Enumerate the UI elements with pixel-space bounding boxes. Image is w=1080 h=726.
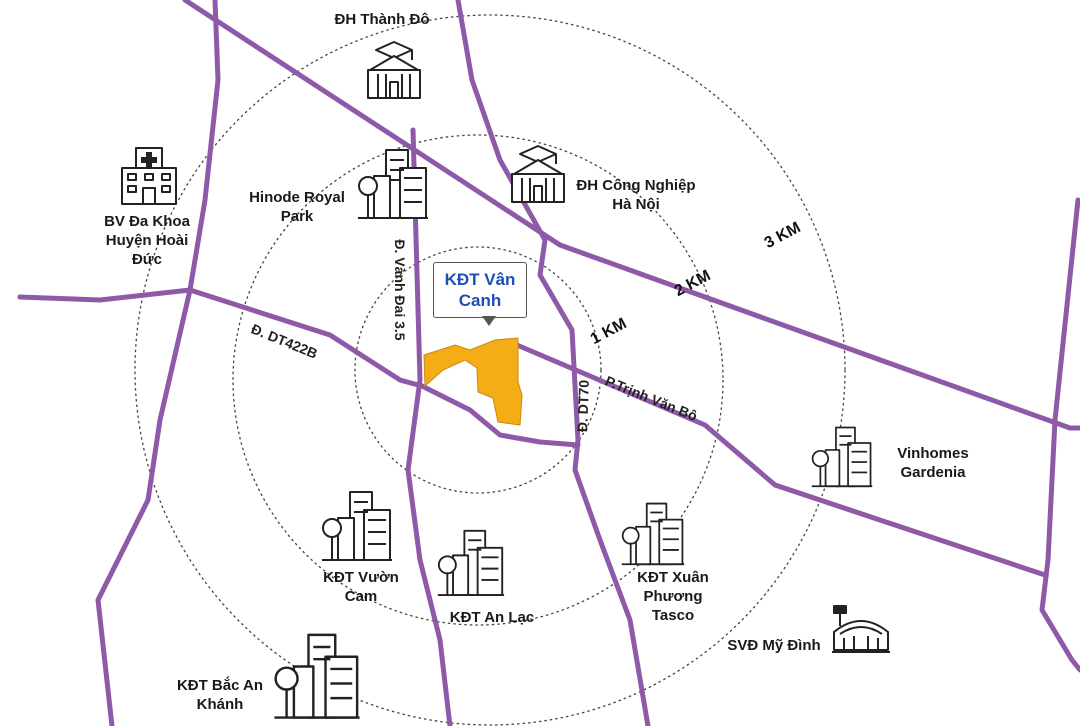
university-icon bbox=[367, 41, 421, 99]
label-dh-cong-nghiep: ĐH Công Nghiệp Hà Nội bbox=[566, 176, 706, 214]
road-trinh-van-bo bbox=[514, 342, 1048, 578]
city-buildings-icon bbox=[322, 491, 392, 561]
city-buildings-icon bbox=[621, 502, 685, 566]
road-network bbox=[17, 0, 1080, 726]
city-buildings-icon bbox=[811, 426, 873, 488]
road-east-edge bbox=[1039, 197, 1080, 673]
label-text: Gardenia bbox=[900, 464, 966, 481]
university-icon bbox=[511, 145, 565, 203]
road-northeast-vertical bbox=[455, 0, 651, 726]
label-text: Phương bbox=[643, 588, 703, 605]
project-name-line2: Canh bbox=[458, 291, 502, 310]
project-name-line1: KĐT Vân bbox=[444, 270, 516, 289]
ring-3km bbox=[134, 14, 846, 726]
label-kdt-vuon-cam: KĐT Vườn Cam bbox=[306, 568, 416, 606]
label-text: Vinhomes bbox=[897, 445, 969, 462]
hospital-icon bbox=[121, 147, 177, 205]
ring-2km bbox=[232, 134, 724, 626]
callout-pointer bbox=[482, 316, 496, 326]
label-text: KĐT Bắc An bbox=[176, 677, 264, 694]
label-text: Park bbox=[280, 208, 314, 225]
stadium-icon bbox=[832, 605, 890, 653]
city-buildings-icon bbox=[274, 633, 360, 719]
label-text: Hinode Royal bbox=[249, 189, 345, 206]
label-svd-my-dinh: SVĐ Mỹ Đình bbox=[714, 636, 834, 655]
road-project-south-loop bbox=[417, 382, 581, 448]
label-text: Tasco bbox=[651, 607, 695, 624]
distance-rings bbox=[134, 14, 846, 726]
label-text: Cam bbox=[344, 588, 378, 605]
label-text: BV Đa Khoa bbox=[104, 213, 190, 230]
label-text: Khánh bbox=[196, 696, 244, 713]
road-west-422b bbox=[17, 287, 421, 388]
label-dh-thanh-do: ĐH Thành Đô bbox=[322, 10, 442, 29]
label-kdt-an-lac: KĐT An Lạc bbox=[432, 608, 552, 627]
label-text: KĐT An Lạc bbox=[449, 609, 535, 626]
ring-1km bbox=[354, 246, 602, 494]
label-text: KĐT Xuân bbox=[637, 569, 709, 586]
label-text: KĐT Vườn bbox=[323, 569, 399, 586]
road-label-vanh-dai: Đ. Vành Đai 3.5 bbox=[392, 239, 408, 341]
label-text: Huyện Hoài bbox=[105, 232, 189, 249]
road-left-vertical bbox=[95, 0, 221, 726]
label-kdt-xuan-phuong: KĐT Xuân Phương Tasco bbox=[618, 568, 728, 625]
label-kdt-bac-an-khanh: KĐT Bắc An Khánh bbox=[160, 676, 280, 714]
road-label-dt70: Đ. DT70 bbox=[574, 379, 592, 433]
label-bv-da-khoa: BV Đa Khoa Huyện Hoài Đức bbox=[82, 212, 212, 269]
label-text: Đức bbox=[131, 251, 163, 268]
project-callout: KĐT Vân Canh bbox=[433, 262, 527, 318]
label-text: Hà Nội bbox=[612, 196, 660, 213]
city-buildings-icon bbox=[437, 529, 505, 597]
label-text: ĐH Thành Đô bbox=[334, 11, 430, 28]
project-site-shape bbox=[423, 337, 523, 426]
road-vanh-dai-3-5 bbox=[405, 127, 453, 726]
city-buildings-icon bbox=[358, 149, 428, 219]
label-vinhomes-gardenia: Vinhomes Gardenia bbox=[878, 444, 988, 482]
label-text: ĐH Công Nghiệp bbox=[576, 177, 696, 194]
label-text: SVĐ Mỹ Đình bbox=[727, 637, 821, 654]
label-hinode-royal-park: Hinode Royal Park bbox=[232, 188, 362, 226]
road-northwest-diagonal bbox=[182, 0, 1080, 431]
